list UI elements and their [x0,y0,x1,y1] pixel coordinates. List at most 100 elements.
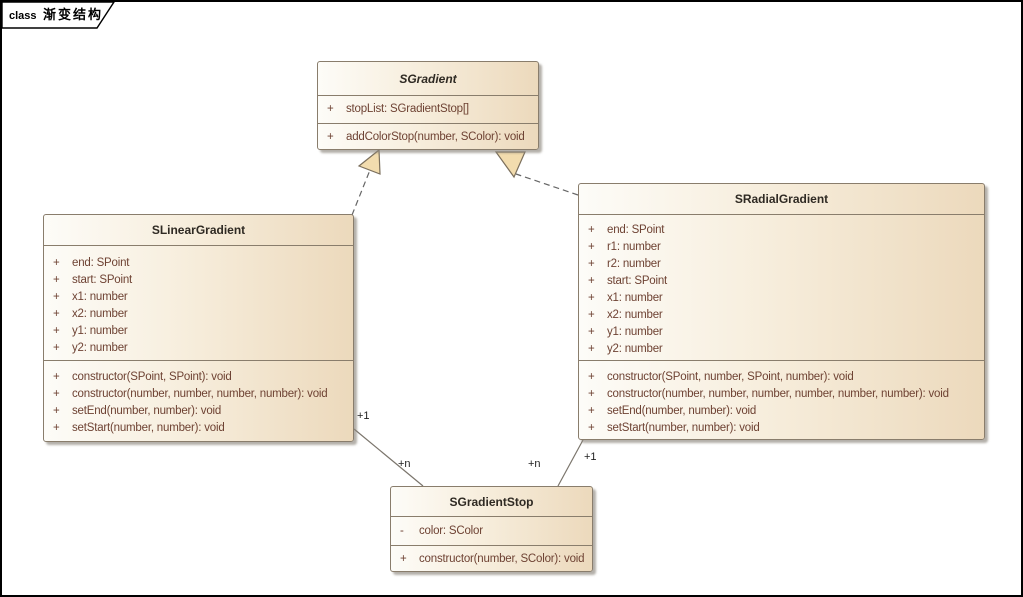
member-row: + x1: number [579,290,984,307]
member-text: constructor(number, number, number, numb… [607,388,949,400]
visibility-sign: + [53,308,60,320]
class-sradialgradient[interactable]: SRadialGradient +end: SPoint+r1: number+… [578,183,985,440]
visibility-sign: + [53,257,60,269]
attributes-compartment: + end: SPoint + start: SPoint + x1: number +x2… [44,246,353,361]
class-title: SLinearGradient [44,215,353,246]
member-row: +setEnd(number, number): void [44,403,353,420]
member-text: r2: number [607,258,661,270]
visibility-sign: + [588,292,595,304]
member-text: constructor(SPoint, number, SPoint, numb… [607,371,854,383]
multiplicity-label: +n [528,458,541,470]
attributes-compartment: -color: SColor [391,517,592,546]
member-text: y2: number [72,342,128,354]
attributes-compartment: + end: SPoint + r1: number + r2: number + start… [579,215,984,361]
visibility-sign: + [588,224,595,236]
member-row: + r1: number [579,239,984,256]
member-row: + y1: number [44,323,353,340]
member-text: constructor(number, number, number, numb… [72,388,328,400]
visibility-sign: + [588,343,595,355]
member-row: + constructor(number, number, number, num… [579,386,984,403]
member-row: +constructor(number, SColor): void [391,551,592,568]
association-line-left [353,428,424,487]
member-text: end: SPoint [607,224,665,236]
member-row: + setStart(number, number): void [579,420,984,437]
visibility-sign: + [53,274,60,286]
multiplicity-label: +1 [357,410,370,422]
member-row: + start: SPoint [44,272,353,289]
member-text: stopList: SGradientStop[] [346,103,469,115]
generalization-triangle-right [494,151,526,179]
visibility-sign: + [53,291,60,303]
visibility-sign: + [588,422,595,434]
class-title: SGradientStop [391,487,592,517]
frame-title: 渐变结构 [42,7,103,22]
member-row: + stopList: SGradientStop[] [318,101,538,118]
member-row: + addColorStop(number, SColor): void [318,129,538,146]
visibility-sign: + [53,325,60,337]
methods-compartment: +constructor(SPoint, SPoint): void+const… [44,361,353,441]
class-title: SGradient [318,62,538,96]
member-text: x1: number [72,291,128,303]
visibility-sign: + [53,342,60,354]
visibility-sign: + [400,553,407,565]
member-row: + end: SPoint [44,255,353,272]
methods-compartment: + constructor(SPoint, number, SPoint, num… [579,361,984,439]
visibility-sign: + [588,326,595,338]
generalization-line-right [515,173,579,196]
member-row: + constructor(SPoint, number, SPoint, num… [579,369,984,386]
member-row: + x1: number [44,289,353,306]
member-row: + setStart(number, number): void [44,420,353,437]
member-row: + constructor(number, number, number, num… [44,386,353,403]
member-row: + start: SPoint [579,273,984,290]
member-row: + y2: number [44,340,353,357]
visibility-sign: + [588,309,595,321]
frame-keyword: class [9,10,37,22]
methods-compartment: + addColorStop(number, SColor): void [318,124,538,149]
member-text: y1: number [607,326,663,338]
member-text: setEnd(number, number): void [607,405,757,417]
member-text: end: SPoint [72,257,130,269]
member-text: addColorStop(number, SColor): void [346,131,525,143]
class-sgradient[interactable]: SGradient + stopList: SGradientStop[] + ad… [317,61,539,150]
member-row: +constructor(SPoint, SPoint): void [44,369,353,386]
visibility-sign: + [327,131,334,143]
class-sgradientstop[interactable]: SGradientStop -color: SColor +constructo… [390,486,593,572]
visibility-sign: + [327,103,334,115]
member-row: + end: SPoint [579,222,984,239]
member-row: -color: SColor [391,523,592,540]
member-row: +x2: number [579,307,984,324]
visibility-sign: + [588,371,595,383]
member-row: +x2: number [44,306,353,323]
visibility-sign: + [53,405,60,417]
frame-label: class 渐变结构 [9,2,103,27]
member-text: setStart(number, number): void [607,422,760,434]
multiplicity-label: +n [398,458,411,470]
class-slineargradient[interactable]: SLinearGradient + end: SPoint + start: SPoi… [43,214,354,442]
visibility-sign: + [53,388,60,400]
visibility-sign: - [400,525,404,537]
visibility-sign: + [53,422,60,434]
member-text: x1: number [607,292,663,304]
association-line-right [557,439,584,487]
diagram-frame-tab: class 渐变结构 [2,2,122,30]
member-text: start: SPoint [607,275,668,287]
visibility-sign: + [53,371,60,383]
member-text: setStart(number, number): void [72,422,225,434]
visibility-sign: + [588,275,595,287]
visibility-sign: + [588,258,595,270]
member-text: r1: number [607,241,661,253]
methods-compartment: +constructor(number, SColor): void [391,546,592,571]
visibility-sign: + [588,241,595,253]
visibility-sign: + [588,388,595,400]
member-row: + r2: number [579,256,984,273]
generalization-triangle-left [357,148,381,175]
member-row: +y2: number [579,341,984,358]
generalization-line-left [351,169,371,216]
member-text: y1: number [72,325,128,337]
attributes-compartment: + stopList: SGradientStop[] [318,96,538,124]
multiplicity-label: +1 [584,451,597,463]
frame-tab-shape [2,2,115,29]
member-text: start: SPoint [72,274,133,286]
